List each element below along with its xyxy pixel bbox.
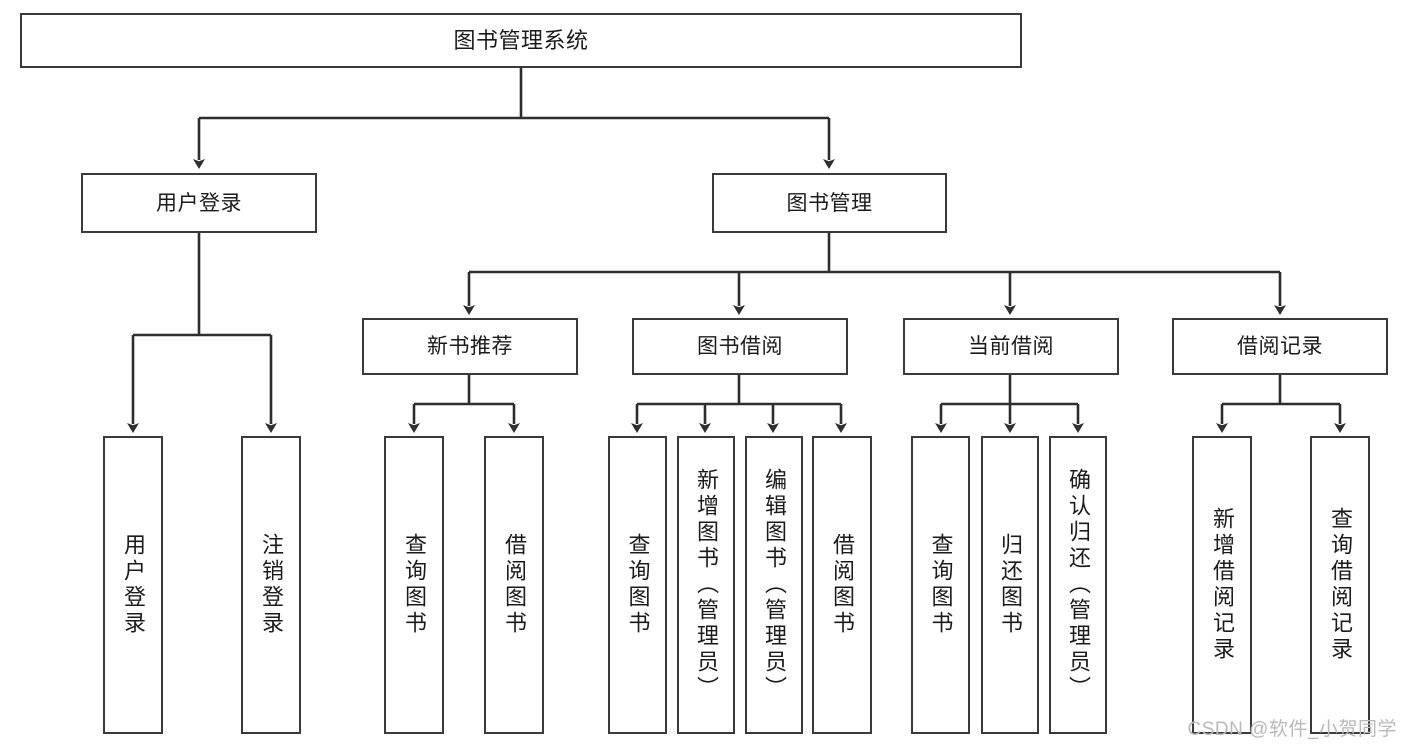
node-leaf-edit-book-label: 编辑图书（管理员） <box>761 468 787 702</box>
node-leaf-query-book-1[interactable]: 查询图书 <box>384 436 444 734</box>
node-leaf-query-record[interactable]: 查询借阅记录 <box>1310 436 1370 734</box>
node-leaf-add-book[interactable]: 新增图书（管理员） <box>677 436 735 734</box>
node-book-manage-label: 图书管理 <box>786 191 873 215</box>
node-user-login-label: 用户登录 <box>156 191 242 215</box>
node-borrow-record-label: 借阅记录 <box>1237 335 1323 358</box>
node-leaf-user-login[interactable]: 用户登录 <box>103 436 163 734</box>
node-root[interactable]: 图书管理系统 <box>20 13 1022 68</box>
node-book-manage[interactable]: 图书管理 <box>712 173 947 233</box>
node-leaf-borrow-book-2[interactable]: 借阅图书 <box>812 436 872 734</box>
node-leaf-query-book-3[interactable]: 查询图书 <box>911 436 970 734</box>
node-leaf-return-book-label: 归还图书 <box>997 533 1023 637</box>
node-leaf-borrow-book-1[interactable]: 借阅图书 <box>484 436 544 734</box>
node-leaf-borrow-book-1-label: 借阅图书 <box>501 533 527 637</box>
node-root-label: 图书管理系统 <box>453 27 589 53</box>
node-leaf-confirm-return[interactable]: 确认归还（管理员） <box>1049 436 1107 734</box>
node-leaf-add-book-label: 新增图书（管理员） <box>693 468 719 702</box>
node-leaf-confirm-return-label: 确认归还（管理员） <box>1065 468 1091 702</box>
node-leaf-add-record-label: 新增借阅记录 <box>1209 507 1235 663</box>
node-leaf-return-book[interactable]: 归还图书 <box>981 436 1039 734</box>
csdn-watermark: CSDN @软件_小贺同学 <box>1187 719 1397 740</box>
node-leaf-user-login-label: 用户登录 <box>120 533 146 637</box>
node-current-borrow[interactable]: 当前借阅 <box>903 318 1119 375</box>
node-new-book-rec[interactable]: 新书推荐 <box>362 318 578 375</box>
node-current-borrow-label: 当前借阅 <box>968 335 1054 358</box>
node-leaf-user-logout[interactable]: 注销登录 <box>241 436 301 734</box>
node-leaf-borrow-book-2-label: 借阅图书 <box>829 533 855 637</box>
node-new-book-rec-label: 新书推荐 <box>427 335 513 358</box>
node-user-login[interactable]: 用户登录 <box>81 173 317 233</box>
node-leaf-query-book-2-label: 查询图书 <box>625 533 651 637</box>
node-leaf-query-book-3-label: 查询图书 <box>928 533 954 637</box>
node-leaf-query-book-2[interactable]: 查询图书 <box>608 436 667 734</box>
node-leaf-add-record[interactable]: 新增借阅记录 <box>1192 436 1252 734</box>
node-leaf-user-logout-label: 注销登录 <box>258 533 284 637</box>
node-book-borrow-label: 图书借阅 <box>697 335 783 358</box>
node-leaf-query-book-1-label: 查询图书 <box>401 533 427 637</box>
node-leaf-query-record-label: 查询借阅记录 <box>1327 507 1353 663</box>
node-book-borrow[interactable]: 图书借阅 <box>632 318 848 375</box>
node-borrow-record[interactable]: 借阅记录 <box>1172 318 1388 375</box>
node-leaf-edit-book[interactable]: 编辑图书（管理员） <box>745 436 803 734</box>
